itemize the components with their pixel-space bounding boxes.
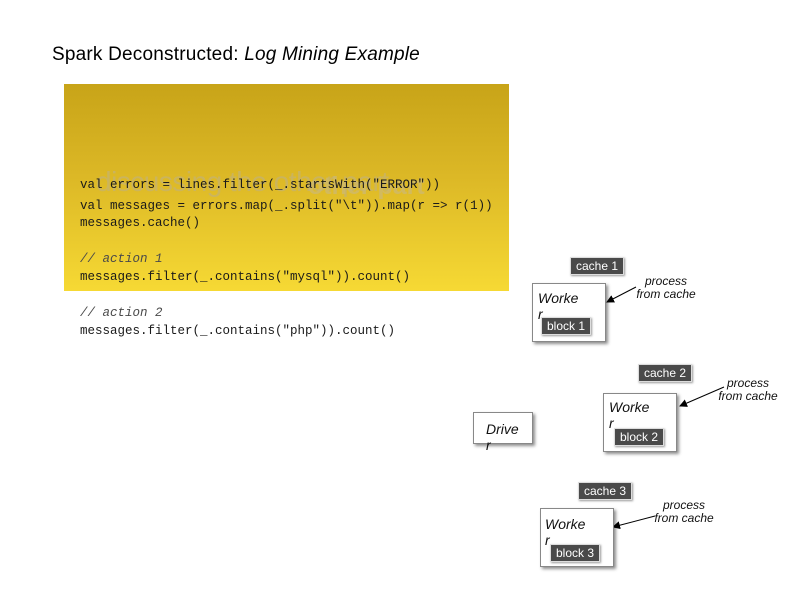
block-1-tag: block 1 — [541, 317, 592, 335]
code-comment-action1: // action 1 — [80, 252, 163, 266]
code-line-cache: messages.cache() — [80, 216, 201, 230]
code-line-action1: messages.filter(_.contains("mysql")).cou… — [80, 270, 411, 284]
code-line-action2: messages.filter(_.contains("php")).count… — [80, 324, 396, 338]
cache-2-tag: cache 2 — [638, 364, 693, 382]
code-comment-action2: // action 2 — [80, 306, 163, 320]
process-note-1: process from cache — [636, 274, 696, 301]
block-2-tag: block 2 — [614, 428, 665, 446]
worker-label-2: Worke r — [609, 399, 650, 431]
code-line-errors: val errors = lines.filter(_.startsWith("… — [80, 178, 441, 192]
worker-label-1: Worke r — [538, 290, 579, 322]
overlay-heading: discussing the other part — [96, 166, 389, 197]
cache-1-tag: cache 1 — [570, 257, 625, 275]
slide-title: Spark Deconstructed: Log Mining Example — [52, 44, 420, 66]
arrow-worker1 — [606, 286, 637, 303]
driver-label: Drive r — [486, 421, 519, 453]
cache-3-tag: cache 3 — [578, 482, 633, 500]
title-bold: Spark Deconstructed: — [52, 44, 239, 65]
process-note-2: process from cache — [718, 376, 778, 403]
highlight-banner — [64, 84, 509, 291]
block-3-tag: block 3 — [550, 544, 601, 562]
arrow-worker3 — [612, 515, 656, 530]
driver-box — [473, 412, 533, 444]
process-note-3: process from cache — [654, 498, 714, 525]
overlay-heading-faded: other part — [308, 172, 425, 200]
worker-label-3: Worke r — [545, 516, 586, 548]
title-italic: Log Mining Example — [244, 44, 420, 65]
code-line-messages: val messages = errors.map(_.split("\t"))… — [80, 199, 493, 213]
arrow-worker2 — [679, 386, 725, 407]
